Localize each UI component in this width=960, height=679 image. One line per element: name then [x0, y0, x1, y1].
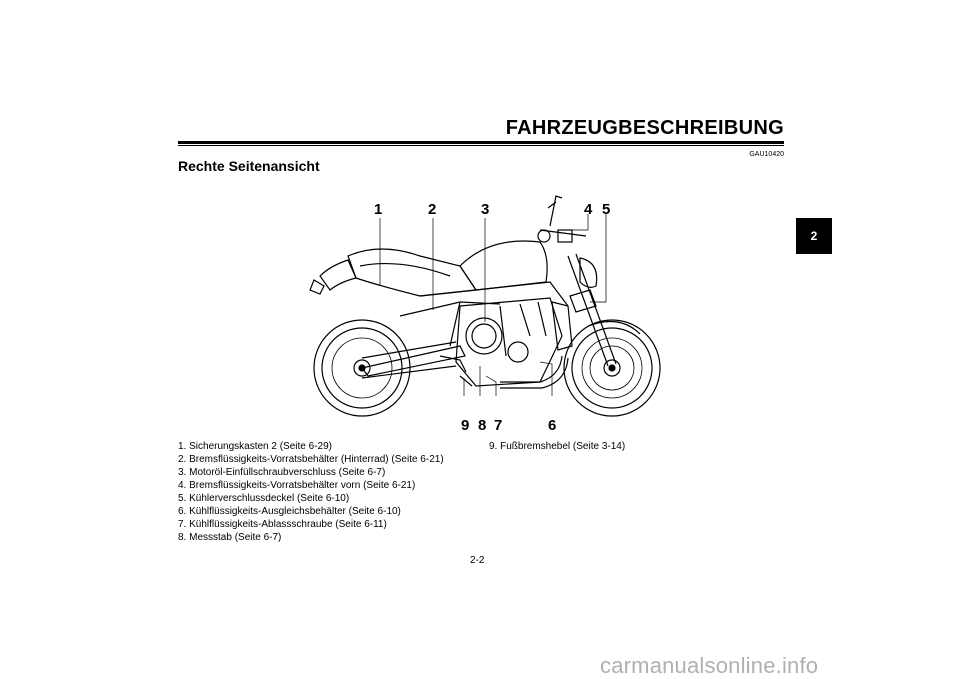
callout-7: 7	[494, 417, 503, 434]
callout-9: 9	[461, 417, 470, 434]
section-title: Rechte Seitenansicht	[178, 158, 320, 174]
legend-item-5: 5. Kühlerverschlussdeckel (Seite 6-10)	[178, 493, 350, 504]
title-rule	[178, 141, 784, 144]
title-rule-thin	[178, 145, 784, 146]
page-title: FAHRZEUGBESCHREIBUNG	[505, 117, 784, 139]
legend-item-7: 7. Kühlflüssigkeits-Ablassschraube (Seit…	[178, 519, 387, 530]
callout-4: 4	[584, 201, 593, 218]
callout-5: 5	[602, 201, 611, 218]
callout-6: 6	[548, 417, 557, 434]
legend-item-9: 9. Fußbremshebel (Seite 3-14)	[489, 441, 626, 452]
legend-item-1: 1. Sicherungskasten 2 (Seite 6-29)	[178, 441, 332, 452]
legend-column-2: 9. Fußbremshebel (Seite 3-14)	[489, 440, 625, 453]
callout-2: 2	[428, 201, 437, 218]
legend-item-2: 2. Bremsflüssigkeits-Vorratsbehälter (Hi…	[178, 454, 444, 465]
motorcycle-illustration	[309, 195, 661, 417]
legend-item-4: 4. Bremsflüssigkeits-Vorratsbehälter vor…	[178, 480, 416, 491]
page-number: 2-2	[470, 555, 485, 566]
callout-3: 3	[481, 201, 490, 218]
chapter-tab[interactable]: 2	[796, 218, 832, 254]
legend-item-6: 6. Kühlflüssigkeits-Ausgleichsbehälter (…	[178, 506, 401, 517]
legend-item-3: 3. Motoröl-Einfüllschraubverschluss (Sei…	[178, 467, 386, 478]
callout-8: 8	[478, 417, 487, 434]
callout-1: 1	[374, 201, 383, 218]
footer-watermark-url: carmanualsonline.info	[600, 653, 819, 678]
doc-code: GAU10420	[749, 151, 784, 158]
legend-column-1: 1. Sicherungskasten 2 (Seite 6-29) 2. Br…	[178, 440, 444, 544]
legend-item-8: 8. Messstab (Seite 6-7)	[178, 532, 282, 543]
